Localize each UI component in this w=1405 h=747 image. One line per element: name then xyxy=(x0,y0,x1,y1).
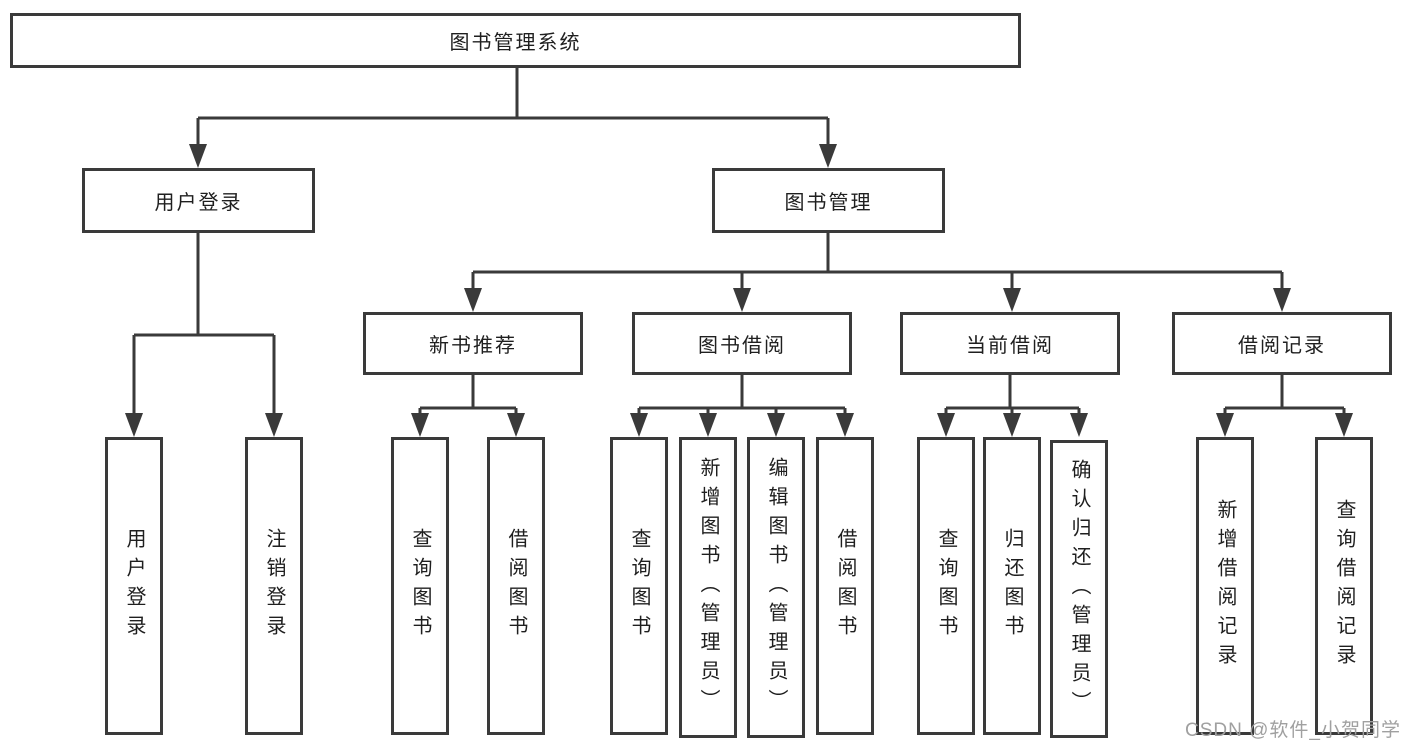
leaf-return-books: 归还图书 xyxy=(983,437,1041,735)
arrowheads xyxy=(125,144,1353,437)
leaf-add-books-admin: 新增图书（管理员） xyxy=(679,437,737,738)
leaf-label: 新增借阅记录 xyxy=(1214,499,1236,673)
leaf-label: 借阅图书 xyxy=(834,528,856,644)
node-label: 借阅记录 xyxy=(1238,335,1326,357)
node-label: 新书推荐 xyxy=(429,335,517,357)
leaf-query-books: 查询图书 xyxy=(917,437,975,735)
node-borrowing-records: 借阅记录 xyxy=(1172,312,1392,375)
leaf-query-books: 查询图书 xyxy=(610,437,668,735)
leaf-label: 编辑图书（管理员） xyxy=(765,457,787,718)
node-label: 用户登录 xyxy=(154,192,243,214)
node-user-login: 用户登录 xyxy=(82,168,315,233)
node-book-borrowing: 图书借阅 xyxy=(632,312,852,375)
leaf-label: 确认归还（管理员） xyxy=(1068,458,1090,720)
node-root: 图书管理系统 xyxy=(10,13,1021,68)
leaf-label: 查询图书 xyxy=(935,528,957,644)
leaf-label: 用户登录 xyxy=(123,528,145,644)
leaf-label: 注销登录 xyxy=(263,528,285,644)
node-label: 图书借阅 xyxy=(698,335,786,357)
node-label: 当前借阅 xyxy=(966,335,1054,357)
node-current-borrowing: 当前借阅 xyxy=(900,312,1120,375)
leaf-label: 归还图书 xyxy=(1001,528,1023,644)
leaf-borrow-books: 借阅图书 xyxy=(487,437,545,735)
leaf-label: 新增图书（管理员） xyxy=(697,457,719,718)
leaf-label: 借阅图书 xyxy=(505,528,527,644)
node-root-label: 图书管理系统 xyxy=(449,32,582,54)
leaf-confirm-return-admin: 确认归还（管理员） xyxy=(1050,440,1108,738)
leaf-user-login: 用户登录 xyxy=(105,437,163,735)
leaf-edit-books-admin: 编辑图书（管理员） xyxy=(747,437,805,738)
leaf-label: 查询图书 xyxy=(628,528,650,644)
leaf-label: 查询图书 xyxy=(409,528,431,644)
node-label: 图书管理 xyxy=(784,192,873,214)
leaf-label: 查询借阅记录 xyxy=(1333,499,1355,673)
csdn-watermark: CSDN @软件_小贺同学 xyxy=(1185,720,1401,741)
node-book-management: 图书管理 xyxy=(712,168,945,233)
leaf-query-borrow-record: 查询借阅记录 xyxy=(1315,437,1373,735)
leaf-borrow-books: 借阅图书 xyxy=(816,437,874,735)
leaf-logout: 注销登录 xyxy=(245,437,303,735)
leaf-query-books: 查询图书 xyxy=(391,437,449,735)
node-new-book-recommend: 新书推荐 xyxy=(363,312,583,375)
leaf-add-borrow-record: 新增借阅记录 xyxy=(1196,437,1254,735)
